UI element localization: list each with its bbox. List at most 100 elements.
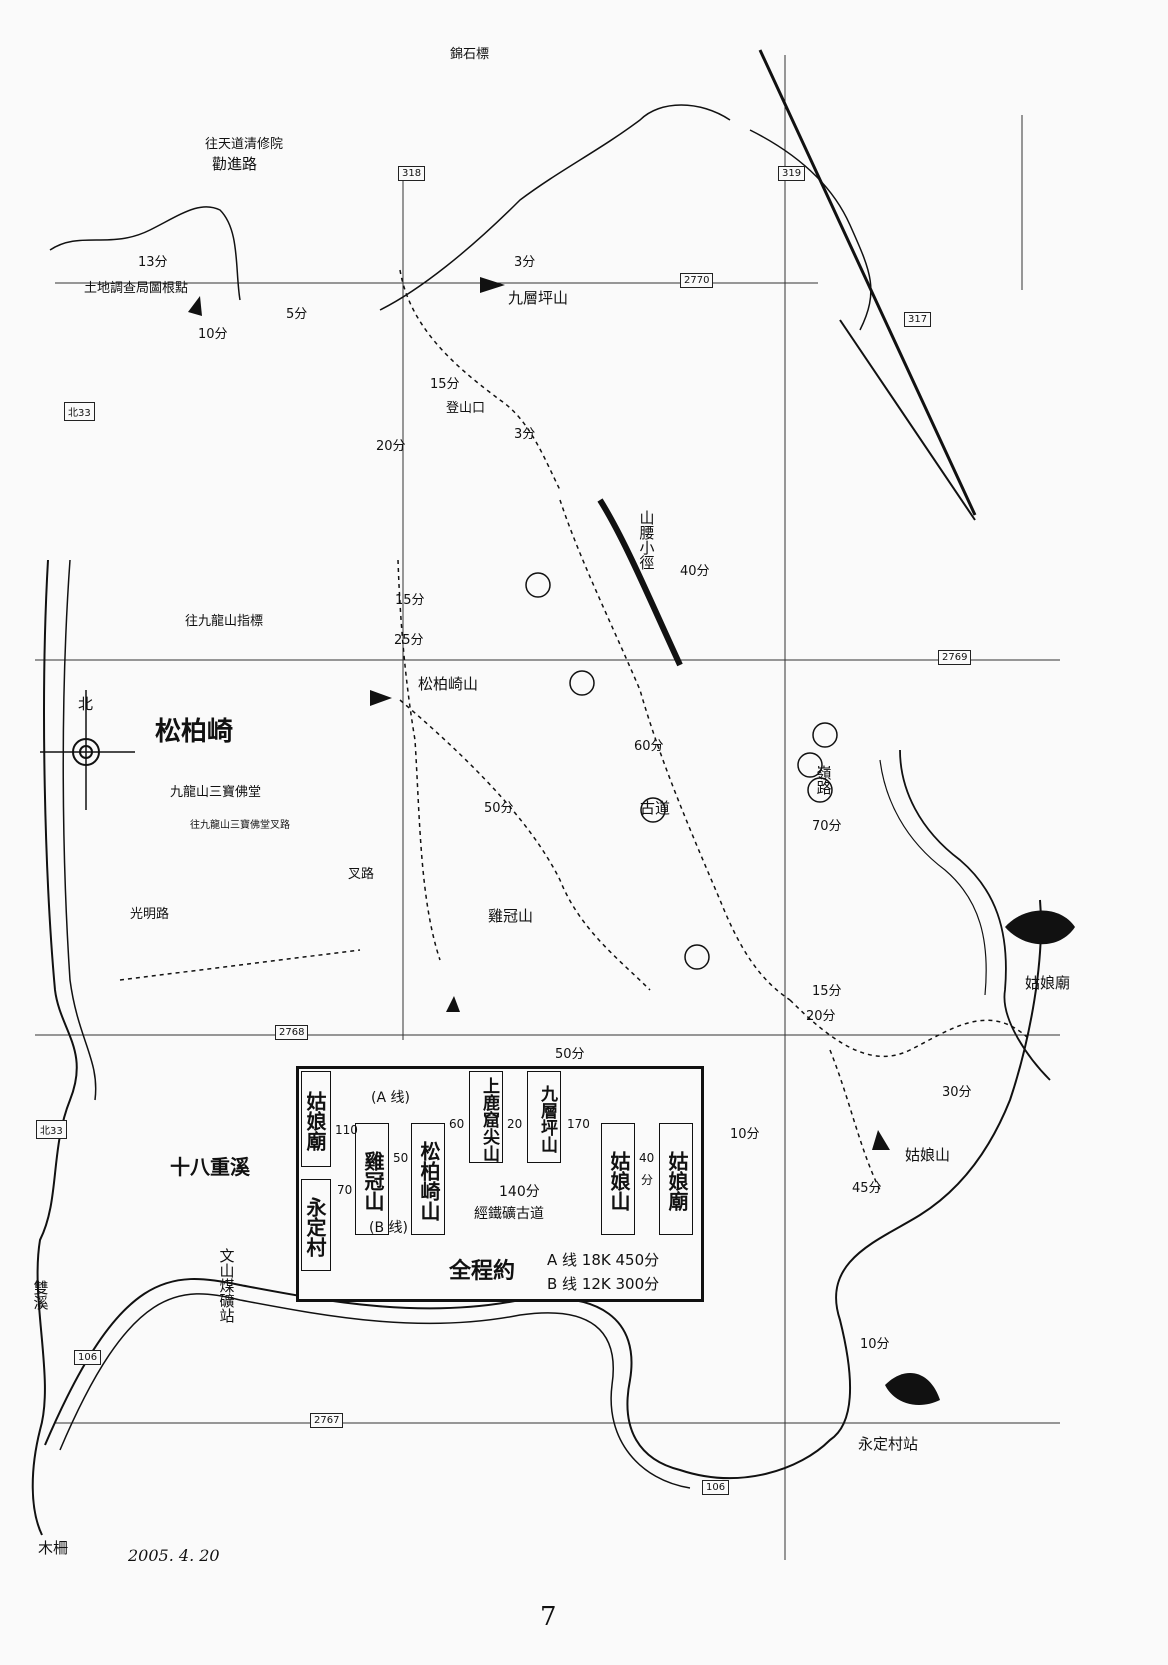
note-jiulong-temple: 往九龍山三寶佛堂叉路 — [190, 820, 290, 831]
diagonal-road — [758, 49, 977, 516]
seg-70: 70 — [337, 1183, 353, 1197]
note-guangming: 光明路 — [130, 907, 170, 922]
grid-label-2769: 2769 — [938, 650, 972, 665]
b-route: 經鐵礦古道 — [474, 1206, 544, 1222]
legend-cell-shanglu: 上鹿窟尖山 — [469, 1071, 503, 1163]
time-label: 20分 — [376, 439, 406, 454]
place-wenshan: 文山煤礦站 — [217, 1248, 236, 1323]
left-upper-loop — [49, 206, 241, 301]
seg-50: 50 — [393, 1151, 409, 1165]
main-area-label: 松柏崎 — [155, 717, 234, 747]
seg-110: 110 — [335, 1123, 358, 1137]
note-jiulong: 往九龍山指標 — [185, 614, 264, 629]
a-total: A 线 18K 450分 — [547, 1251, 660, 1269]
trail-mountain: 山腰小徑 — [637, 510, 656, 570]
summit-markers — [188, 277, 890, 1150]
river-right-2 — [879, 759, 987, 996]
compass — [40, 690, 135, 810]
place-songboqi-shan: 松柏崎山 — [418, 675, 479, 693]
b-total-time: 140分 — [499, 1184, 540, 1200]
place-yongding: 永定村站 — [858, 1435, 919, 1453]
time-label: 50分 — [555, 1047, 585, 1062]
seg-60: 60 — [449, 1117, 465, 1131]
place-ximu: 木柵 — [38, 1539, 69, 1557]
time-label: 10分 — [860, 1337, 890, 1352]
time-label: 15分 — [395, 593, 425, 608]
time-label: 10分 — [730, 1127, 760, 1142]
route-106-b: 106 — [702, 1480, 730, 1495]
time-label: 15分 — [430, 377, 460, 392]
time-label: 10分 — [198, 327, 228, 342]
legend-cell-guniang-shan: 姑娘山 — [601, 1123, 635, 1235]
mountain-trail-thick — [597, 498, 683, 667]
place-jiguan: 雞冠山 — [488, 907, 534, 925]
time-label: 25分 — [394, 633, 424, 648]
north-label: 北 — [78, 695, 94, 713]
page-number: 7 — [540, 1602, 557, 1632]
legend-cell-jiuceng: 九層坪山 — [527, 1071, 561, 1163]
grid-lines — [35, 55, 1060, 1560]
grid-label-2770: 2770 — [680, 273, 714, 288]
trail-gu-dao: 古道 — [640, 799, 671, 817]
diagonal-road-2 — [839, 319, 976, 521]
legend-cell-jiguan: 雞冠山 — [355, 1123, 389, 1235]
note-chalu: 叉路 — [348, 867, 375, 882]
time-label: 3分 — [514, 427, 536, 442]
total-label: 全程約 — [449, 1258, 516, 1284]
route-319: 319 — [778, 166, 806, 181]
place-songbo-temple: 九龍山三寶佛堂 — [170, 785, 262, 800]
time-label: 30分 — [942, 1085, 972, 1100]
place-guniang-shan: 姑娘山 — [905, 1146, 951, 1164]
seg-170: 170 — [567, 1117, 590, 1131]
grid-label-2767: 2767 — [310, 1413, 344, 1428]
legend-cell-guniang-miao-a: 姑娘廟 — [301, 1071, 331, 1167]
time-label: 15分 — [812, 984, 842, 999]
time-label: 3分 — [514, 255, 536, 270]
note-quanjin: 勸進路 — [212, 155, 258, 173]
time-label: 5分 — [286, 307, 308, 322]
route-317: 317 — [904, 312, 932, 327]
time-label: 60分 — [634, 739, 664, 754]
time-label: 70分 — [812, 819, 842, 834]
note-tudi: 土地調查局圖根點 — [84, 281, 189, 296]
logo-marks — [885, 910, 1075, 1405]
trails — [119, 269, 1031, 1191]
legend-cell-songboqi: 松柏崎山 — [411, 1123, 445, 1235]
a-line-label: (A 线) — [371, 1090, 410, 1106]
note-jinshi: 錦石標 — [450, 47, 490, 62]
note-tiandao: 往天道清修院 — [205, 137, 284, 152]
seg-unit: 分 — [641, 1173, 654, 1187]
time-label: 45分 — [852, 1181, 882, 1196]
highway-106-inner — [59, 1293, 691, 1489]
time-label: 50分 — [484, 801, 514, 816]
place-shiba: 十八重溪 — [170, 1155, 250, 1179]
route-legend: (A 线) 姑娘廟 雞冠山 松柏崎山 上鹿窟尖山 九層坪山 姑娘山 姑娘廟 永定… — [296, 1066, 704, 1302]
grid-label-2768: 2768 — [275, 1025, 309, 1040]
date-label: 2005. 4. 20 — [128, 1546, 220, 1565]
b-line-label: (B 线) — [369, 1220, 408, 1236]
legend-cell-guniang-miao-b: 姑娘廟 — [659, 1123, 693, 1235]
river-right — [899, 749, 1051, 1081]
place-shuangxi: 雙溪 — [31, 1280, 50, 1310]
time-label: 20分 — [806, 1009, 836, 1024]
place-guniang-miao: 姑娘廟 — [1025, 974, 1071, 992]
route-bei33-b: 北33 — [36, 1120, 67, 1139]
note-dengshan: 登山口 — [446, 401, 486, 416]
route-bei33-a: 北33 — [64, 402, 95, 421]
route-106-a: 106 — [74, 1350, 102, 1365]
b-total: B 线 12K 300分 — [547, 1275, 660, 1293]
time-label: 13分 — [138, 255, 168, 270]
place-jiuceng: 九層坪山 — [508, 289, 569, 307]
right-upper-road — [749, 129, 872, 331]
top-ridge — [379, 104, 731, 311]
time-label: 40分 — [680, 564, 710, 579]
left-road-2 — [62, 559, 97, 1101]
seg-20: 20 — [507, 1117, 523, 1131]
legend-cell-yongding: 永定村 — [301, 1179, 331, 1271]
trail-ling-dao: 嶺路 — [814, 765, 833, 795]
route-318: 318 — [398, 166, 426, 181]
seg-40: 40 — [639, 1151, 655, 1165]
trail-circles — [525, 572, 838, 970]
highway-106 — [44, 899, 1042, 1479]
